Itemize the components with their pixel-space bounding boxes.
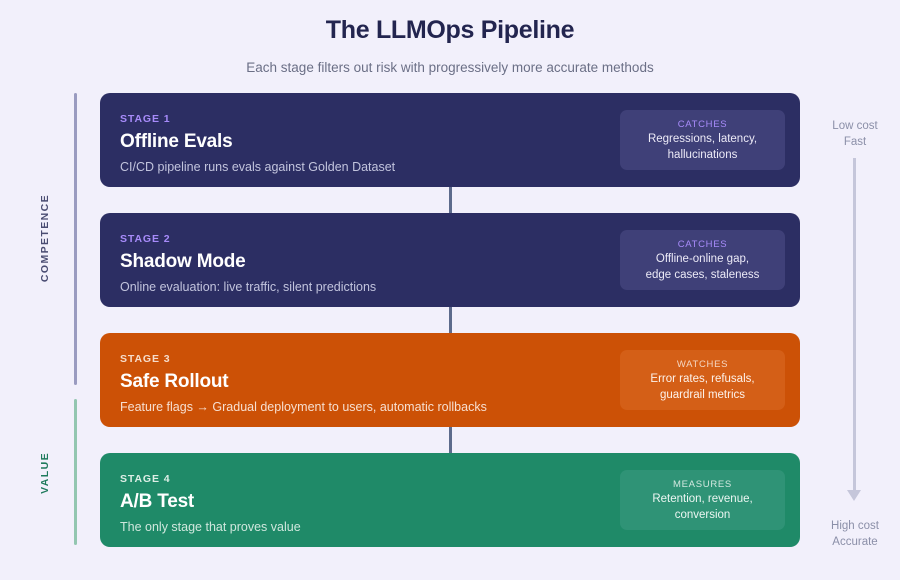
stage-card-3-chip: WATCHES Error rates, refusals, guardrail…	[620, 350, 785, 410]
cost-axis-top-line1: Low cost	[832, 120, 878, 132]
stage-card-1-body: STAGE 1 Offline Evals CI/CD pipeline run…	[120, 113, 395, 176]
stage-card-1-chip-line1: Regressions, latency,	[647, 132, 758, 145]
stage-card-3-body: STAGE 3 Safe Rollout Feature flags → Gra…	[120, 353, 487, 416]
stage-card-1[interactable]: STAGE 1 Offline Evals CI/CD pipeline run…	[100, 93, 800, 187]
stage-card-2-chip-line1: Offline-online gap,	[655, 252, 750, 265]
stage-card-3-description: Feature flags → Gradual deployment to us…	[120, 400, 487, 414]
stage-card-4[interactable]: STAGE 4 A/B Test The only stage that pro…	[100, 453, 800, 547]
stage-card-1-title: Offline Evals	[120, 131, 233, 152]
stage-card-4-chip-line2: conversion	[674, 508, 731, 521]
stage-card-4-title: A/B Test	[120, 491, 195, 512]
competence-rail	[74, 93, 77, 385]
stage-card-2-title: Shadow Mode	[120, 251, 246, 272]
stage-card-2-body: STAGE 2 Shadow Mode Online evaluation: l…	[120, 233, 376, 296]
arrow-down-icon	[847, 490, 861, 501]
value-axis-label: VALUE	[39, 452, 51, 494]
stage-card-1-description: CI/CD pipeline runs evals against Golden…	[120, 160, 396, 174]
stage-card-4-chip-kicker: MEASURES	[673, 478, 732, 490]
connector-stage-1-to-2	[449, 187, 452, 213]
value-rail	[74, 399, 77, 545]
competence-axis-label: COMPETENCE	[39, 194, 51, 283]
stage-card-2-kicker: STAGE 2	[120, 233, 171, 245]
stage-card-4-body: STAGE 4 A/B Test The only stage that pro…	[120, 473, 301, 536]
stage-card-3-title: Safe Rollout	[120, 371, 229, 392]
stage-card-1-chip-line2: hallucinations	[667, 148, 738, 161]
stage-card-3-chip-line2: guardrail metrics	[660, 388, 745, 401]
stage-card-3-chip-line1: Error rates, refusals,	[650, 372, 755, 385]
stage-card-2-chip-line2: edge cases, staleness	[645, 268, 760, 281]
stage-card-4-chip: MEASURES Retention, revenue, conversion	[620, 470, 785, 530]
cost-axis-top-note: Low cost Fast	[800, 118, 900, 150]
diagram-header: The LLMOps Pipeline Each stage filters o…	[0, 14, 900, 77]
cost-axis-bottom-line1: High cost	[831, 520, 879, 532]
connector-stage-3-to-4	[449, 427, 452, 453]
stage-card-3-chip-kicker: WATCHES	[676, 358, 729, 370]
stage-card-1-chip-kicker: CATCHES	[677, 118, 728, 130]
page-subtitle: Each stage filters out risk with progres…	[246, 60, 654, 75]
stage-card-1-chip: CATCHES Regressions, latency, hallucinat…	[620, 110, 785, 170]
page-title: The LLMOps Pipeline	[325, 16, 575, 44]
cost-axis-arrow-shaft	[853, 158, 856, 490]
stage-card-2-description: Online evaluation: live traffic, silent …	[120, 280, 377, 294]
cost-axis-bottom-note: High cost Accurate	[800, 518, 900, 550]
stage-card-4-chip-line1: Retention, revenue,	[652, 492, 753, 505]
cost-axis-top-line2: Fast	[843, 136, 867, 148]
connector-stage-2-to-3	[449, 307, 452, 333]
stage-card-1-kicker: STAGE 1	[120, 113, 171, 125]
stage-card-3[interactable]: STAGE 3 Safe Rollout Feature flags → Gra…	[100, 333, 800, 427]
stage-card-4-description: The only stage that proves value	[120, 520, 301, 534]
stage-card-2-chip: CATCHES Offline-online gap, edge cases, …	[620, 230, 785, 290]
stage-card-3-kicker: STAGE 3	[120, 353, 171, 365]
stage-card-2[interactable]: STAGE 2 Shadow Mode Online evaluation: l…	[100, 213, 800, 307]
cost-axis-bottom-line2: Accurate	[832, 536, 878, 548]
stage-card-4-kicker: STAGE 4	[120, 473, 171, 485]
stage-card-2-chip-kicker: CATCHES	[677, 238, 728, 250]
